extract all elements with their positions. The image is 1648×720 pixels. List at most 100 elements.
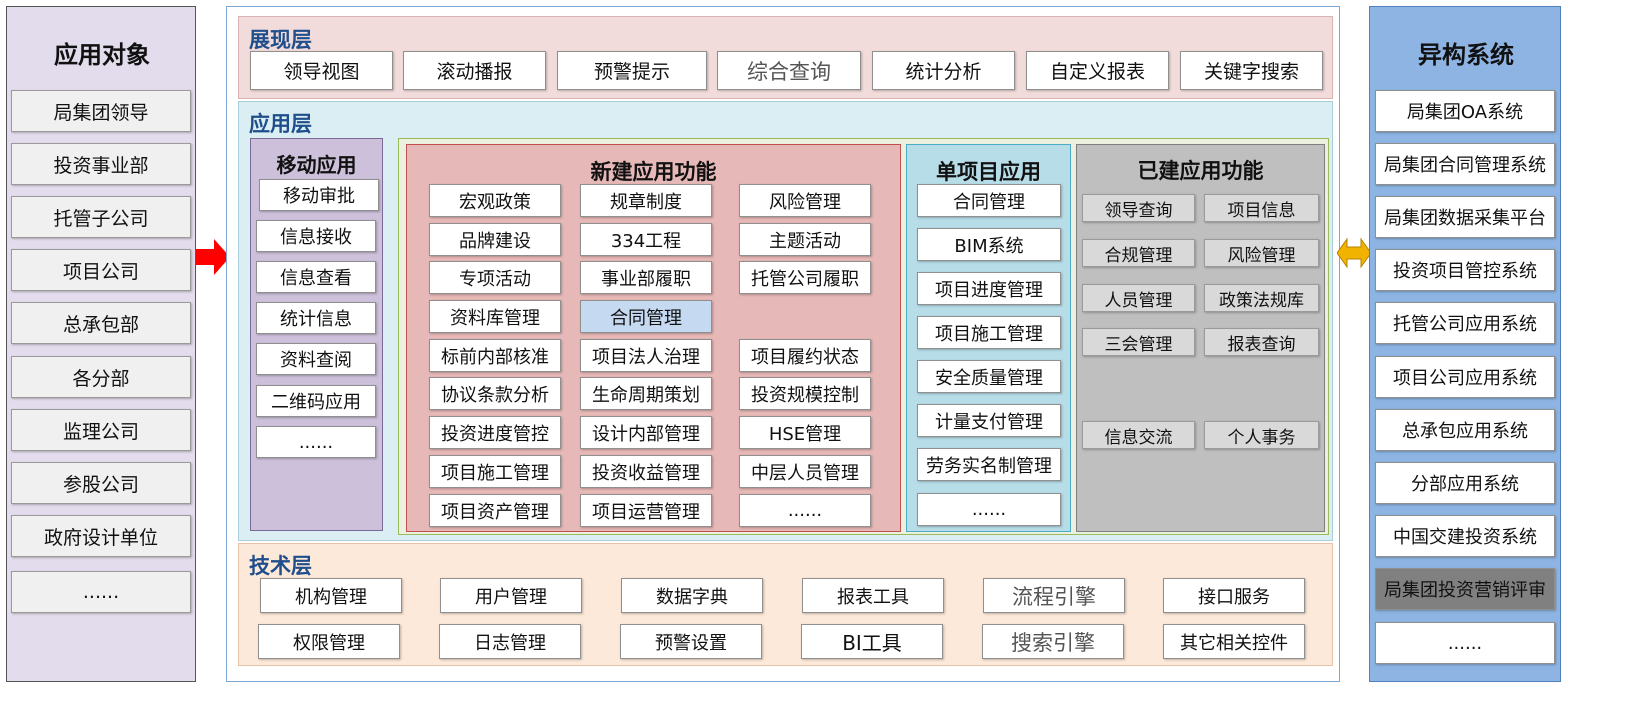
new-function-item[interactable]: 334工程 [580,223,712,256]
built-function-item[interactable]: 领导查询 [1082,194,1195,222]
presentation-item[interactable]: 预警提示 [557,51,707,90]
mobile-app-item[interactable]: 信息接收 [256,220,376,252]
single-project-item[interactable]: 项目进度管理 [917,272,1061,305]
new-function-item[interactable]: 项目运营管理 [580,494,712,527]
application-layer-title: 应用层 [249,112,312,136]
built-function-item[interactable]: 合规管理 [1082,239,1195,267]
right-panel-title: 异构系统 [1418,41,1514,69]
new-function-item[interactable]: ...... [739,494,871,527]
single-project-item[interactable]: 劳务实名制管理 [917,448,1061,481]
system-item[interactable]: 中国交建投资系统 [1375,515,1555,557]
new-function-item[interactable]: 投资进度管控 [429,416,561,449]
system-item[interactable]: 局集团合同管理系统 [1375,143,1555,185]
system-item[interactable]: 投资项目管控系统 [1375,249,1555,291]
new-function-item[interactable]: 项目法人治理 [580,339,712,372]
presentation-item[interactable]: 综合查询 [717,51,861,90]
new-function-item[interactable]: 托管公司履职 [739,261,871,294]
new-function-item[interactable]: 事业部履职 [580,261,712,294]
mobile-app-item[interactable]: 信息查看 [256,261,376,293]
tech-item[interactable]: 权限管理 [258,624,400,659]
right-arrow-icon [196,239,230,275]
tech-item[interactable]: 日志管理 [439,624,581,659]
single-project-item[interactable]: 合同管理 [917,184,1061,217]
new-functions-title: 新建应用功能 [590,160,717,184]
new-function-item[interactable]: 投资收益管理 [580,455,712,488]
mobile-app-item[interactable]: ...... [256,426,376,458]
single-project-item[interactable]: ...... [917,493,1061,526]
object-item[interactable]: 监理公司 [11,409,191,451]
new-function-item[interactable]: 项目施工管理 [429,455,561,488]
built-functions-title: 已建应用功能 [1137,159,1264,183]
presentation-item[interactable]: 滚动播报 [403,51,546,90]
built-function-item[interactable]: 风险管理 [1204,239,1319,267]
system-item[interactable]: 分部应用系统 [1375,462,1555,504]
tech-item[interactable]: 搜索引擎 [982,624,1124,659]
presentation-item[interactable]: 统计分析 [872,51,1015,90]
built-function-item[interactable]: 个人事务 [1204,421,1319,449]
built-function-item[interactable]: 三会管理 [1082,328,1195,356]
mobile-apps-title: 移动应用 [276,153,357,177]
built-function-item[interactable]: 人员管理 [1082,284,1195,312]
object-item[interactable]: 参股公司 [11,462,191,504]
object-item[interactable]: 政府设计单位 [11,515,191,557]
mobile-app-item[interactable]: 统计信息 [256,302,376,334]
single-project-item[interactable]: 计量支付管理 [917,404,1061,437]
tech-item[interactable]: 机构管理 [260,578,402,613]
system-item[interactable]: 托管公司应用系统 [1375,302,1555,344]
new-function-item[interactable]: 品牌建设 [429,223,561,256]
mobile-app-item[interactable]: 移动审批 [259,179,379,211]
object-item[interactable]: 托管子公司 [11,196,191,238]
presentation-item[interactable]: 领导视图 [250,51,393,90]
new-function-item[interactable]: 中层人员管理 [739,455,871,488]
new-function-item[interactable]: 资料库管理 [429,300,561,333]
tech-layer [238,543,1333,666]
system-item[interactable]: 局集团数据采集平台 [1375,196,1555,238]
object-item[interactable]: 局集团领导 [11,90,191,132]
mobile-app-item[interactable]: 资料查阅 [256,343,376,375]
built-function-item[interactable]: 报表查询 [1204,328,1319,356]
object-item[interactable]: 总承包部 [11,302,191,344]
tech-item[interactable]: 报表工具 [802,578,944,613]
new-function-item[interactable]: 设计内部管理 [580,416,712,449]
new-function-item[interactable]: 项目履约状态 [739,339,871,372]
new-function-item[interactable]: 风险管理 [739,184,871,217]
single-project-item[interactable]: 安全质量管理 [917,360,1061,393]
tech-item[interactable]: 用户管理 [440,578,582,613]
built-function-item[interactable]: 政策法规库 [1204,284,1319,312]
object-item[interactable]: 项目公司 [11,249,191,291]
tech-item[interactable]: 数据字典 [621,578,763,613]
single-project-item[interactable]: 项目施工管理 [917,316,1061,349]
object-item[interactable]: ...... [11,571,191,613]
new-function-item[interactable]: 规章制度 [580,184,712,217]
new-function-item[interactable]: 项目资产管理 [429,494,561,527]
new-function-item[interactable]: 主题活动 [739,223,871,256]
system-item-highlighted[interactable]: 局集团投资营销评审 [1375,568,1555,610]
system-item[interactable]: 总承包应用系统 [1375,409,1555,451]
object-item[interactable]: 各分部 [11,356,191,398]
new-function-item[interactable]: 生命周期策划 [580,377,712,410]
new-function-item[interactable]: 协议条款分析 [429,377,561,410]
tech-item[interactable]: 流程引擎 [983,578,1125,613]
new-function-item-highlighted[interactable]: 合同管理 [580,300,712,333]
tech-item[interactable]: 预警设置 [620,624,762,659]
new-function-item[interactable]: 标前内部核准 [429,339,561,372]
system-item[interactable]: 局集团OA系统 [1375,90,1555,132]
presentation-item[interactable]: 自定义报表 [1026,51,1169,90]
double-arrow-icon [1337,237,1371,269]
built-function-item[interactable]: 信息交流 [1082,421,1195,449]
mobile-app-item[interactable]: 二维码应用 [256,385,376,417]
new-function-item[interactable]: 专项活动 [429,261,561,294]
presentation-item[interactable]: 关键字搜索 [1180,51,1323,90]
object-item[interactable]: 投资事业部 [11,143,191,185]
tech-item[interactable]: 其它相关控件 [1163,624,1305,659]
system-item[interactable]: ...... [1375,622,1555,664]
new-function-item[interactable]: 投资规模控制 [739,377,871,410]
tech-item[interactable]: BI工具 [801,624,943,659]
system-item[interactable]: 项目公司应用系统 [1375,356,1555,398]
built-function-item[interactable]: 项目信息 [1204,194,1319,222]
new-function-item[interactable]: HSE管理 [739,416,871,449]
tech-item[interactable]: 接口服务 [1163,578,1305,613]
single-project-item[interactable]: BIM系统 [917,228,1061,261]
presentation-layer-title: 展现层 [249,28,312,52]
new-function-item[interactable]: 宏观政策 [429,184,561,217]
